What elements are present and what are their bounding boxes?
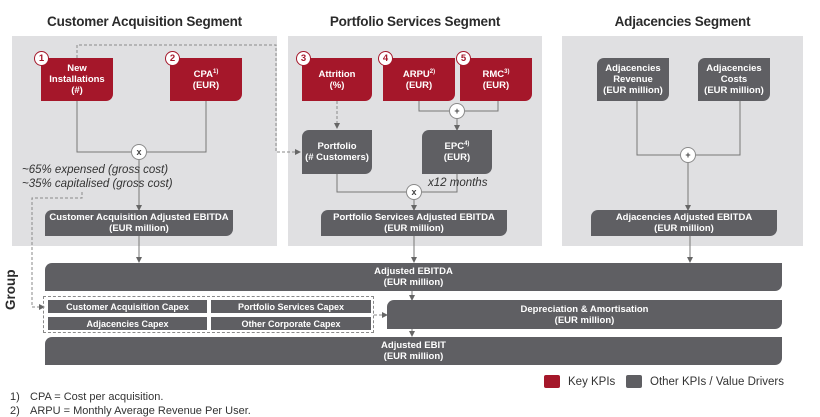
connector-adj-revenue [636, 101, 680, 156]
driver-unit: (EUR million) [603, 85, 663, 96]
kpi-label-text: CPA [193, 68, 213, 80]
driver-adjacencies-costs: Adjacencies Costs (EUR million) [698, 58, 770, 101]
group-ebitda-unit: (EUR million) [383, 277, 444, 288]
kpi-label: ARPU2) [402, 68, 436, 80]
driver-epc: EPC4) (EUR) [422, 130, 492, 174]
kpi-label: RMC3) [482, 68, 510, 80]
kpi-label: CPA1) [193, 68, 219, 80]
footnote-number: 1) [10, 391, 20, 403]
driver-unit: (# Customers) [305, 152, 369, 163]
result-unit: (EUR million) [384, 223, 444, 234]
da-unit: (EUR million) [554, 314, 615, 326]
kpi-label: New [67, 63, 87, 74]
capex-other-corporate: Other Corporate Capex [211, 317, 371, 330]
footnote-ref: 2) [429, 68, 436, 75]
group-ebit-label: Adjusted EBIT [381, 340, 446, 351]
group-adjusted-ebit: Adjusted EBIT (EUR million) [45, 337, 782, 365]
kpi-unit: (EUR) [482, 79, 510, 91]
kpi-unit: (EUR) [405, 79, 433, 91]
kpi-label-text: ARPU [402, 68, 430, 80]
driver-unit: (EUR million) [704, 85, 764, 96]
kpi-unit: (#) [71, 85, 83, 96]
kpi-label: Installations [49, 74, 105, 85]
driver-label: Portfolio [317, 141, 357, 152]
footnote-ref: 1) [213, 68, 219, 75]
expensed-note: ~65% expensed (gross cost) [22, 164, 169, 176]
footnote-number: 2) [10, 405, 20, 417]
adjacencies-segment-title: Adjacencies Segment [614, 14, 751, 29]
driver-label: Adjacencies [706, 63, 762, 74]
group-adjusted-ebitda: Adjusted EBITDA (EUR million) [45, 263, 782, 291]
footnote-1: 1) CPA = Cost per acquisition. [10, 391, 163, 403]
legend-swatch-red [544, 375, 560, 388]
connector-cpa [147, 101, 207, 153]
driver-label-text: EPC [444, 141, 465, 152]
kpi-unit: (EUR) [192, 79, 220, 91]
x12-months-note: x12 months [428, 177, 488, 189]
connector-adj-costs [696, 101, 741, 156]
footnote-ref: 3) [504, 68, 510, 75]
legend-other-kpis: Other KPIs / Value Drivers [626, 375, 784, 388]
capex-portfolio-services: Portfolio Services Capex [211, 300, 371, 313]
kpi-arpu: ARPU2) (EUR) [383, 58, 455, 101]
connector-portfolio [336, 174, 406, 193]
connector-installations-to-portfolio [76, 44, 301, 155]
driver-label: Costs [720, 74, 748, 85]
plus-operator-icon: + [680, 147, 696, 163]
capex-adjacencies: Adjacencies Capex [48, 317, 207, 330]
capex-customer-acquisition: Customer Acquisition Capex [48, 300, 207, 313]
da-label: Depreciation & Amortisation [520, 303, 649, 315]
kpi-label: Attrition [318, 68, 356, 80]
multiply-operator-icon: x [406, 184, 422, 200]
kpi-cpa: CPA1) (EUR) [170, 58, 242, 101]
multiply-operator-icon: x [131, 144, 147, 160]
kpi-badge-1: 1 [34, 51, 49, 66]
customer-acquisition-segment-title: Customer Acquisition Segment [47, 14, 242, 29]
result-label: Portfolio Services Adjusted EBITDA [333, 212, 495, 223]
driver-portfolio: Portfolio (# Customers) [302, 130, 372, 174]
customer-acquisition-adjusted-ebitda: Customer Acquisition Adjusted EBITDA (EU… [45, 210, 233, 236]
footnote-text: ARPU = Monthly Average Revenue Per User. [30, 405, 251, 417]
legend-label: Key KPIs [568, 375, 616, 388]
driver-label: Revenue [613, 74, 653, 85]
driver-label: EPC4) [445, 141, 470, 152]
portfolio-services-segment-title: Portfolio Services Segment [329, 14, 501, 29]
capitalised-note: ~35% capitalised (gross cost) [22, 178, 173, 190]
kpi-label-text: RMC [482, 68, 505, 80]
legend-key-kpis: Key KPIs [544, 375, 615, 388]
group-label: Group [3, 269, 18, 311]
connector-rmc [465, 101, 499, 112]
result-unit: (EUR million) [109, 223, 169, 234]
kpi-badge-2: 2 [165, 51, 180, 66]
driver-adjacencies-revenue: Adjacencies Revenue (EUR million) [597, 58, 669, 101]
kpi-badge-5: 5 [456, 51, 471, 66]
result-label: Customer Acquisition Adjusted EBITDA [49, 212, 229, 223]
footnote-2: 2) ARPU = Monthly Average Revenue Per Use… [10, 405, 251, 417]
group-ebitda-label: Adjusted EBITDA [374, 266, 453, 277]
capex-group-frame [43, 296, 374, 333]
footnote-text: CPA = Cost per acquisition. [30, 391, 164, 403]
kpi-rmc: RMC3) (EUR) [460, 58, 532, 101]
legend-swatch-gray [626, 375, 642, 388]
footnote-ref: 4) [464, 140, 470, 147]
result-label: Adjacencies Adjusted EBITDA [615, 212, 753, 223]
legend-label: Other KPIs / Value Drivers [650, 375, 784, 388]
kpi-unit: (%) [329, 79, 345, 91]
plus-operator-icon: + [449, 103, 465, 119]
adjacencies-adjusted-ebitda: Adjacencies Adjusted EBITDA (EUR million… [591, 210, 777, 236]
connector-new-installations [76, 101, 131, 153]
depreciation-amortisation: Depreciation & Amortisation (EUR million… [387, 300, 782, 329]
connector-arpu [418, 101, 449, 112]
driver-label: Adjacencies [605, 63, 661, 74]
result-unit: (EUR million) [654, 223, 714, 234]
kpi-new-installations: New Installations (#) [41, 58, 113, 101]
group-ebit-unit: (EUR million) [383, 351, 444, 362]
portfolio-services-adjusted-ebitda: Portfolio Services Adjusted EBITDA (EUR … [321, 210, 507, 236]
connector-capitalised-to-capex [31, 192, 83, 310]
kpi-badge-4: 4 [378, 51, 393, 66]
kpi-attrition: Attrition (%) [302, 58, 372, 101]
connector-epc [422, 174, 458, 193]
kpi-badge-3: 3 [296, 51, 311, 66]
driver-unit: (EUR) [443, 152, 471, 163]
